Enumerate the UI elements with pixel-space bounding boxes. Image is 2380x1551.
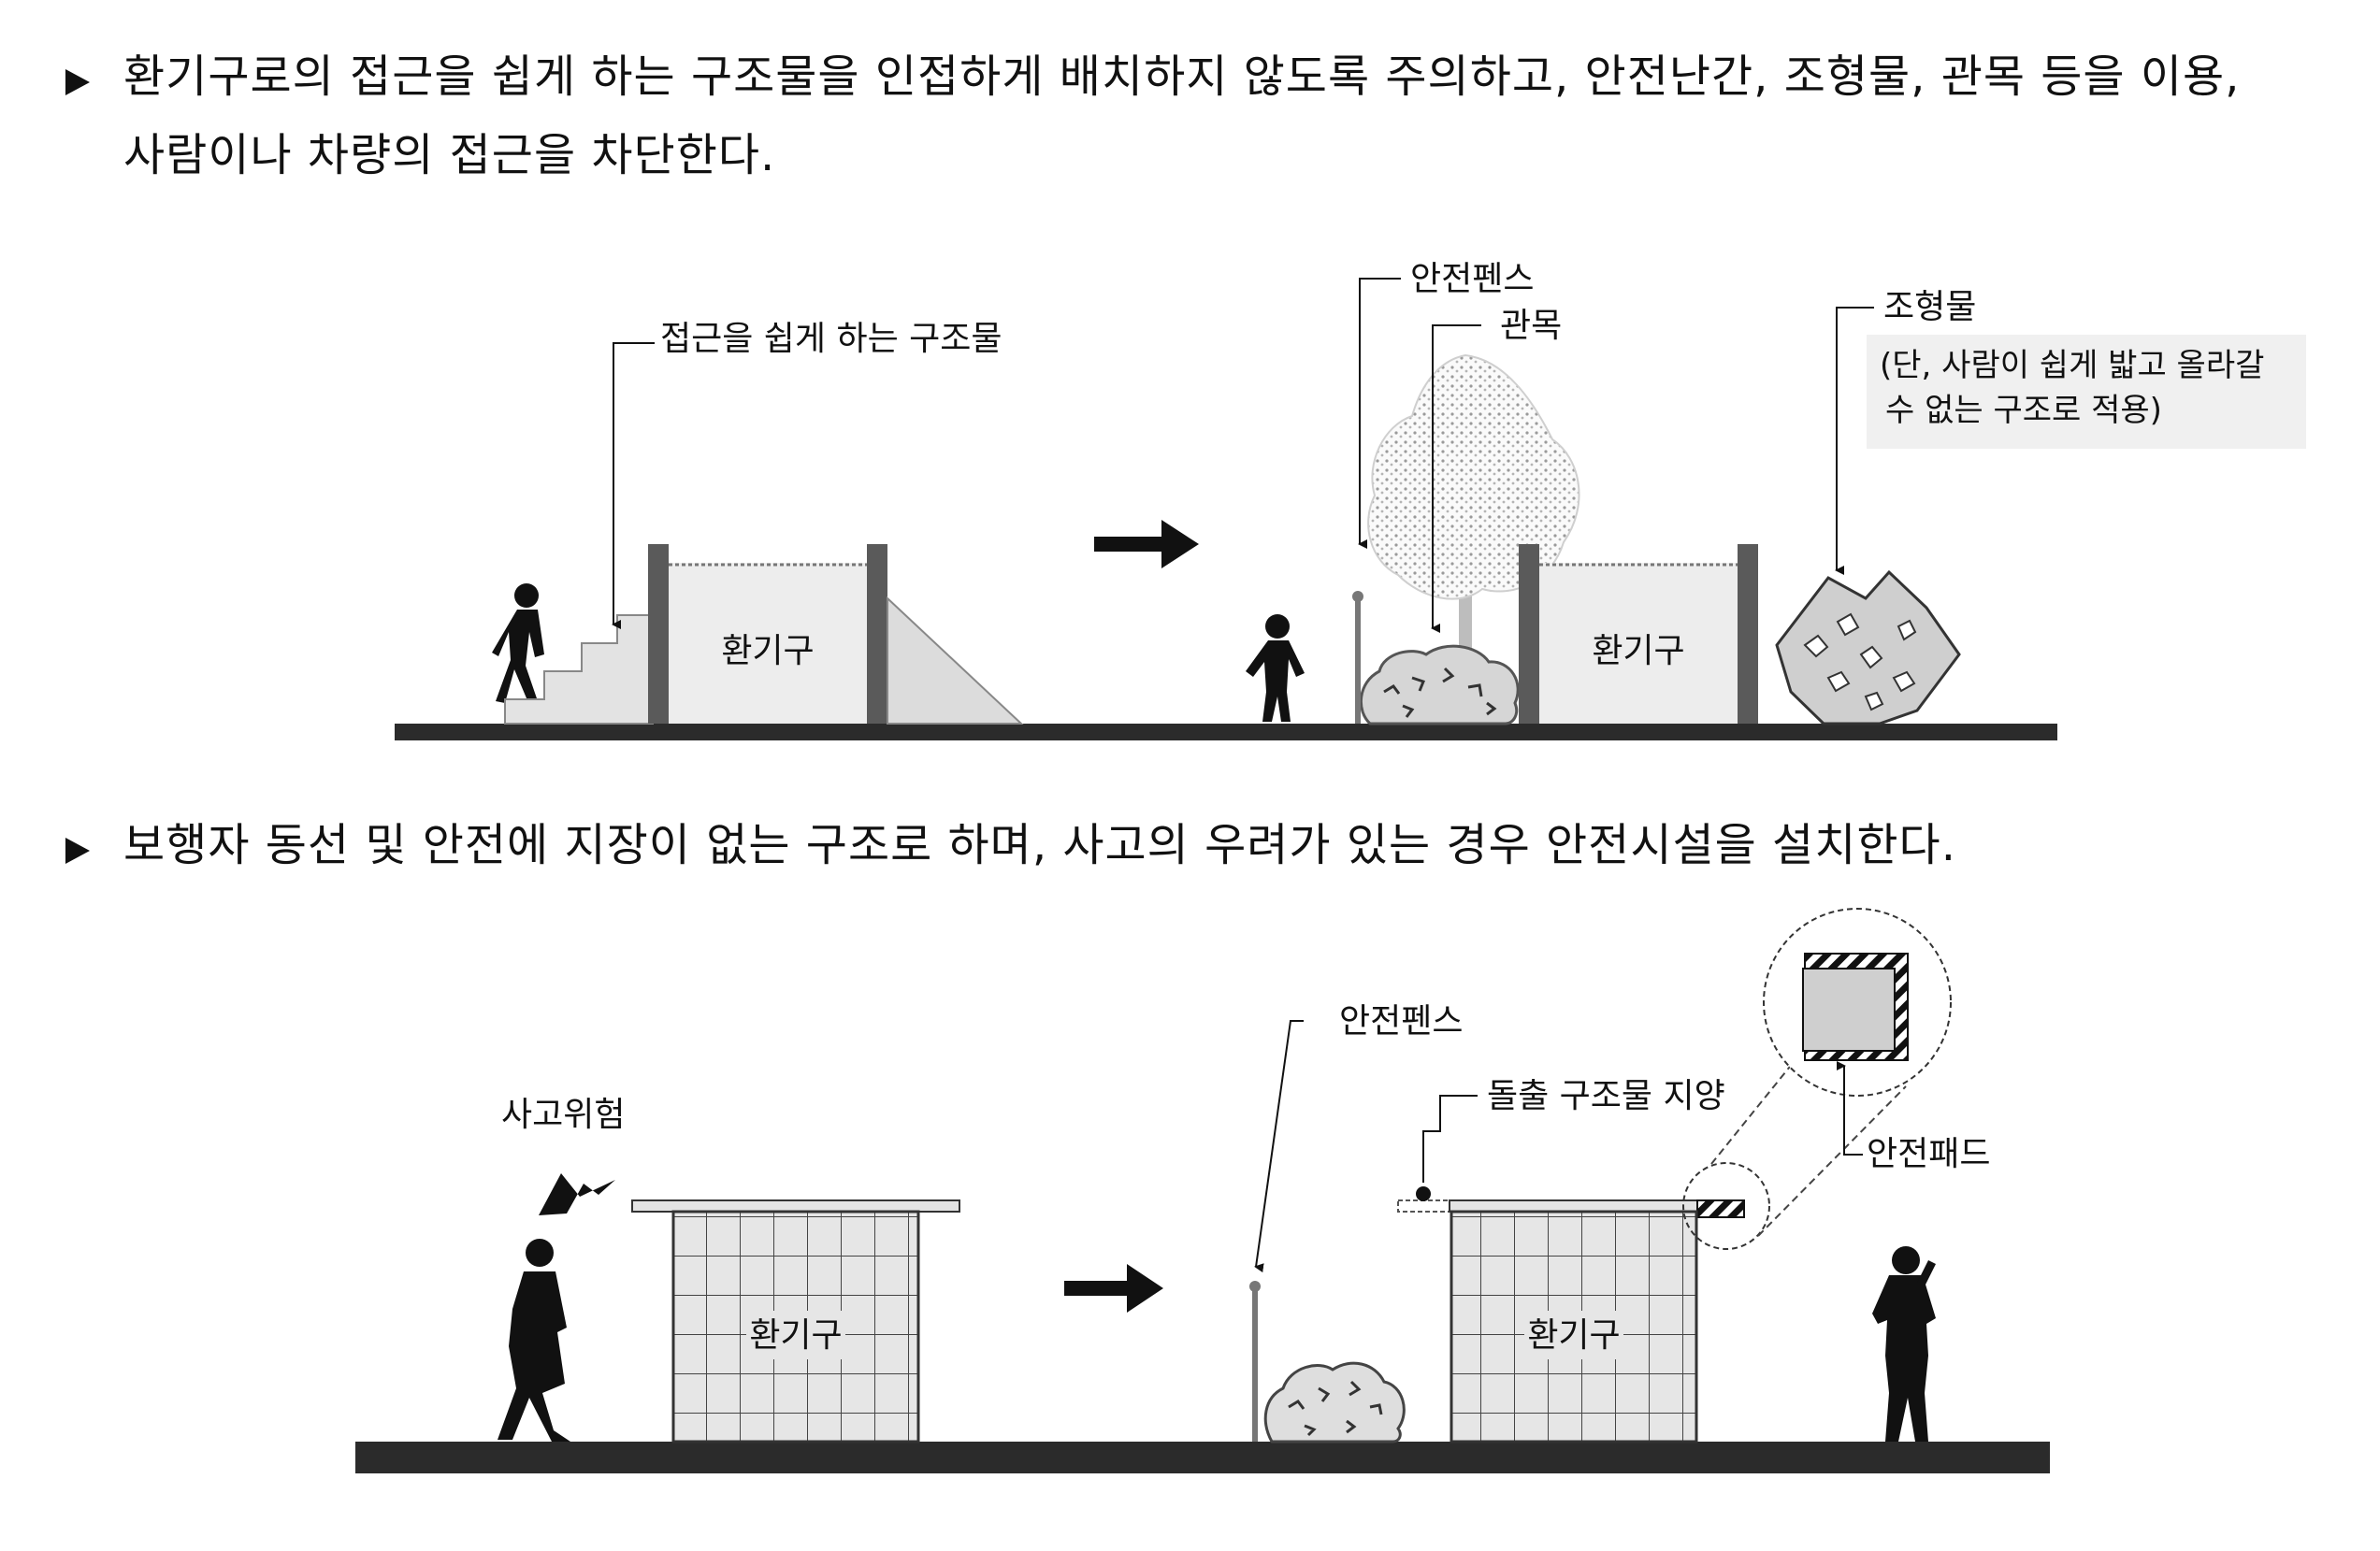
shrub-label: 관목 bbox=[1500, 307, 1562, 345]
diagram-2: 사고위험 환기구 안전펜스 환기구 돌출 구조물 지양 bbox=[355, 908, 2050, 1473]
detail-connector-lines bbox=[1710, 1018, 1907, 1237]
vent-label: 환기구 bbox=[749, 1316, 842, 1355]
ground-line bbox=[395, 724, 2057, 740]
safety-pad-label: 안전패드 bbox=[1867, 1135, 1990, 1173]
protrusion-leader-line bbox=[1422, 1095, 1478, 1183]
vent-label: 환기구 bbox=[721, 632, 814, 670]
bullet-triangle-icon bbox=[65, 838, 90, 864]
shrub-icon bbox=[1263, 1361, 1406, 1443]
shrub-leader-line bbox=[1431, 324, 1481, 633]
vent-wall-left bbox=[648, 544, 669, 724]
avoided-protrusion bbox=[1397, 1199, 1450, 1213]
note-line-1: (단, 사람이 쉽게 밟고 올라갈 bbox=[1880, 347, 2264, 384]
vent-wall-right bbox=[867, 544, 887, 724]
vent-roof bbox=[631, 1199, 960, 1213]
arrow-right-icon bbox=[1064, 1264, 1163, 1313]
fence-post-cap bbox=[1352, 591, 1363, 602]
safety-pad-detail bbox=[1802, 953, 1909, 1061]
detail-focus-circle bbox=[1682, 1162, 1770, 1250]
vent-roof bbox=[1449, 1199, 1698, 1213]
vent-wall-left bbox=[1519, 544, 1539, 724]
vent-wall-right bbox=[1738, 544, 1758, 724]
structure-leader-line bbox=[612, 342, 655, 629]
pad-leader-line bbox=[1837, 1061, 1863, 1156]
bullet-1-line-1: 환기구로의 접근을 쉽게 하는 구조물을 인접하게 배치하지 않도록 주의하고,… bbox=[123, 50, 2241, 103]
avoid-protrusion-label: 돌출 구조물 지양 bbox=[1487, 1077, 1725, 1115]
vent-label: 환기구 bbox=[1527, 1316, 1620, 1355]
safety-pad bbox=[1696, 1199, 1745, 1218]
protrusion-marker bbox=[1416, 1186, 1431, 1201]
person-silhouette-icon bbox=[498, 1239, 570, 1442]
bullet-2-text: 보행자 동선 및 안전에 지장이 없는 구조로 하며, 사고의 우려가 있는 경… bbox=[123, 819, 1956, 871]
structure-label: 접근을 쉽게 하는 구조물 bbox=[660, 320, 1002, 358]
vent-body bbox=[669, 563, 867, 724]
fence-label: 안전펜스 bbox=[1410, 260, 1534, 298]
sculpture-icon bbox=[1775, 569, 1961, 725]
arrow-right-icon bbox=[1094, 520, 1199, 568]
note-line-2: 수 없는 구조로 적용) bbox=[1885, 392, 2162, 429]
bullet-1-line-2: 사람이나 차량의 접근을 차단한다. bbox=[123, 129, 776, 181]
person-silhouette-walking-icon bbox=[492, 583, 544, 705]
vent-body bbox=[1539, 563, 1738, 724]
note-box bbox=[1867, 335, 2306, 449]
slope-structure bbox=[887, 596, 1024, 725]
sculpture-leader-line bbox=[1835, 307, 1874, 575]
bullet-triangle-icon bbox=[65, 69, 90, 95]
vent-label-bg bbox=[746, 1311, 845, 1359]
vent-label: 환기구 bbox=[1592, 632, 1684, 670]
ground-line bbox=[355, 1442, 2050, 1473]
sculpture-label: 조형물 bbox=[1883, 288, 1976, 326]
fence-leader-line bbox=[1254, 1020, 1304, 1273]
vent-label-bg bbox=[1524, 1311, 1623, 1359]
child-silhouette-icon bbox=[1246, 614, 1305, 722]
impact-icon bbox=[539, 1173, 615, 1215]
diagram-1: 환기구 접근을 쉽게 하는 구조물 환기구 bbox=[395, 260, 2306, 740]
fence-post-cap bbox=[1249, 1281, 1261, 1292]
fence-post bbox=[1252, 1288, 1258, 1442]
tree-icon bbox=[1367, 353, 1580, 654]
fence-label: 안전펜스 bbox=[1339, 1002, 1463, 1041]
danger-label: 사고위험 bbox=[501, 1096, 625, 1134]
shrub-icon bbox=[1359, 644, 1520, 725]
fence-leader-line bbox=[1358, 278, 1401, 549]
person-on-phone-silhouette-icon bbox=[1872, 1246, 1936, 1442]
fence-post bbox=[1355, 598, 1361, 724]
